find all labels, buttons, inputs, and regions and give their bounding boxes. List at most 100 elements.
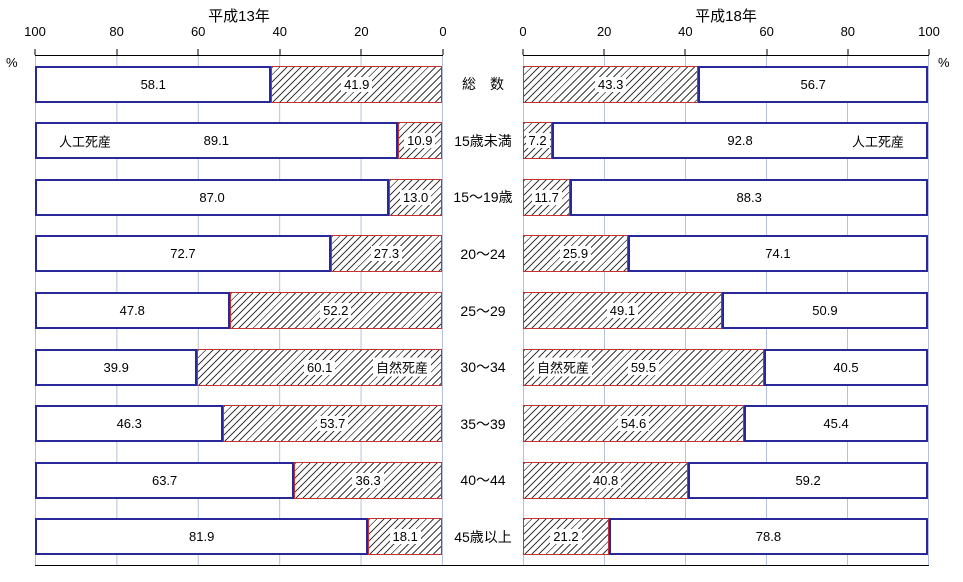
bar-value: 54.6 [617,416,650,432]
natural-stillbirth-segment: 11.7 [523,178,571,216]
artificial-stillbirth-segment: 81.9 [35,518,369,556]
artificial-stillbirth-segment: 87.0 [35,178,390,216]
category-label: 総 数 [462,76,504,93]
bar-right: 59.5 自然死産 40.5 [523,348,928,386]
bar-value: 63.7 [151,472,178,488]
chart-row: 25.9 74.1 [523,226,928,283]
bar-left: 63.7 36.3 [35,461,442,499]
axis-tick-mark [603,49,605,55]
natural-stillbirth-segment: 21.2 [523,518,609,556]
axis-tick-label: 0 [519,24,527,39]
bar-left: 72.7 27.3 [35,235,442,273]
chart-row: 63.7 36.3 [35,452,442,509]
artificial-stillbirth-segment: 45.4 [744,405,928,443]
bar-left: 47.8 52.2 [35,292,442,330]
bar-value: 78.8 [755,529,782,545]
left-chart-title: 平成13年 [208,8,270,25]
bar-value: 27.3 [370,246,403,262]
bar-value: 13.0 [399,189,432,205]
bar-value: 81.9 [189,529,215,545]
bar-right: 40.8 59.2 [523,461,928,499]
bar-value: 60.1 [304,359,336,375]
natural-stillbirth-segment: 13.0 [389,178,442,216]
axis-tick-mark [360,49,362,55]
bar-value: 7.2 [525,133,550,149]
category-label: 45歳以上 [454,528,512,545]
bar-value: 47.8 [119,303,145,319]
series-label-artificial: 人工死産 [59,134,112,150]
bar-value: 92.8 [727,133,753,149]
natural-stillbirth-segment: 7.2 [523,122,553,160]
natural-stillbirth-segment: 41.9 [271,65,442,103]
bar-value: 56.7 [800,76,826,92]
chart-row: 72.7 27.3 [35,226,442,283]
bar-value: 40.5 [833,359,859,375]
axis-tick-label: 0 [439,24,447,39]
artificial-stillbirth-segment: 78.8 [608,518,928,556]
bar-value: 45.4 [823,416,849,432]
series-label-natural: 自然死産 [534,357,593,377]
natural-stillbirth-segment: 36.3 [294,461,442,499]
category-label: 15歳未満 [454,132,512,149]
series-label-natural: 自然死産 [372,357,431,377]
chart-row: 87.0 13.0 [35,169,442,226]
axis-tick-mark [522,49,524,55]
bar-right: 25.9 74.1 [523,235,928,273]
axis-tick-label: 100 [24,24,46,39]
category-label: 35～39 [460,415,506,432]
bar-value: 53.7 [317,416,349,432]
axis-tick-mark [928,49,930,55]
natural-stillbirth-segment: 53.7 [223,405,442,443]
chart-row: 47.8 52.2 [35,282,442,339]
artificial-stillbirth-segment: 56.7 [698,65,928,103]
chart-row: 46.3 53.7 [35,395,442,452]
bar-value: 59.2 [795,472,821,488]
bar-value: 72.7 [170,246,196,262]
axis-tick-label: 60 [759,24,774,39]
bar-value: 18.1 [389,529,421,545]
natural-stillbirth-segment: 25.9 [523,235,628,273]
axis-tick-label: 80 [840,24,856,39]
bar-value: 40.8 [589,472,622,488]
bar-value: 87.0 [199,189,225,205]
axis-tick-mark [847,49,849,55]
left-axis-line [34,47,444,56]
bar-left: 81.9 18.1 [35,518,442,556]
category-label: 30～34 [460,359,506,376]
percent-unit-label-right: % [938,55,950,70]
bar-value: 50.9 [812,303,838,319]
axis-tick-mark [116,49,118,55]
chart-row: 54.6 45.4 [523,395,928,452]
artificial-stillbirth-segment: 59.2 [688,461,928,499]
bar-value: 89.1 [203,133,229,149]
natural-stillbirth-segment: 27.3 [330,235,442,273]
category-label: 20～24 [460,245,506,262]
bar-value: 74.1 [765,246,791,262]
axis-tick-label: 60 [190,24,206,39]
bar-value: 59.5 [627,359,660,375]
bar-value: 21.2 [550,529,582,545]
bar-right: 54.6 45.4 [523,405,928,443]
right-chart-title: 平成18年 [695,8,757,25]
natural-stillbirth-segment: 54.6 [523,405,745,443]
bar-value: 41.9 [341,76,373,92]
artificial-stillbirth-segment: 50.9 [721,292,928,330]
bar-value: 46.3 [116,416,142,432]
chart-row: 40.8 59.2 [523,452,928,509]
artificial-stillbirth-segment: 46.3 [35,405,224,443]
artificial-stillbirth-segment: 72.7 [35,235,331,273]
bar-right: 21.2 78.8 [523,518,928,556]
category-label: 40～44 [460,472,506,489]
bar-value: 52.2 [320,303,352,319]
